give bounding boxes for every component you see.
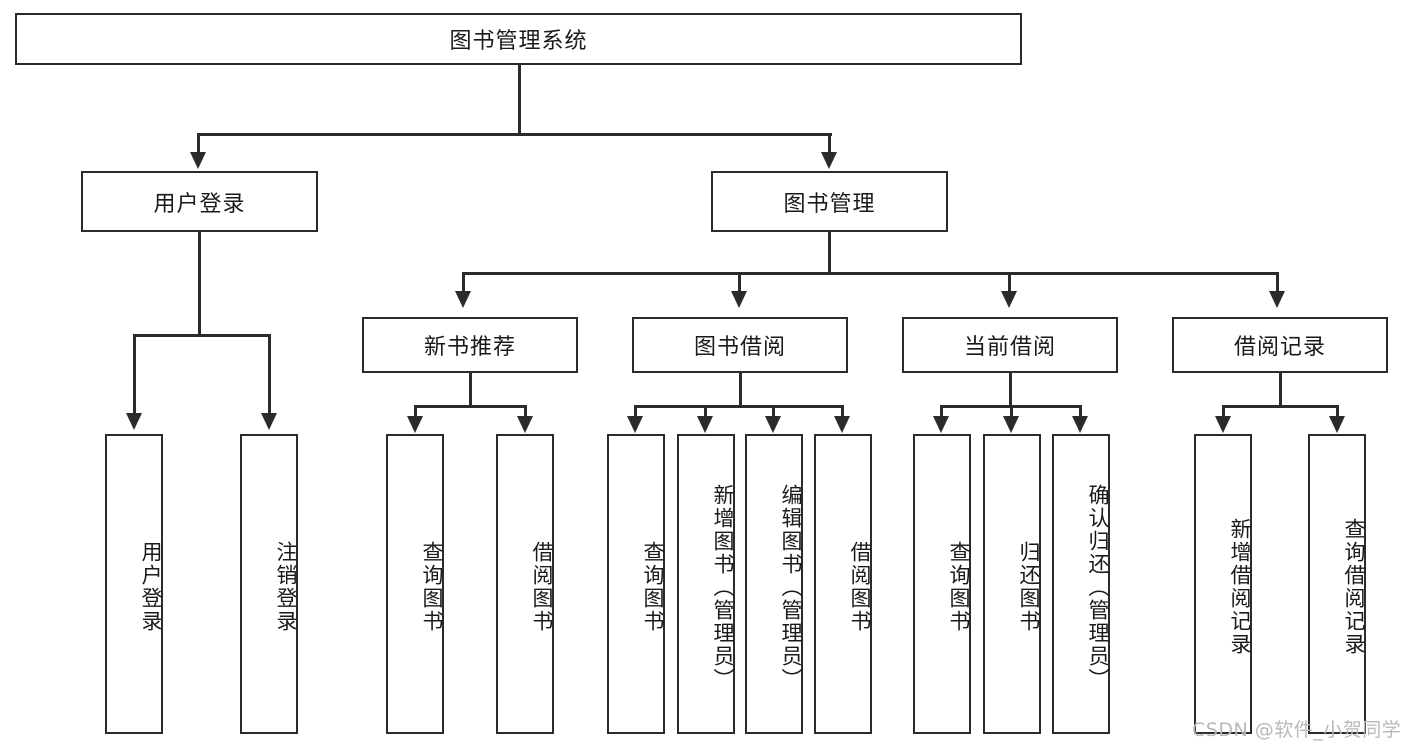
connector-book-borrow-child-3 [772,405,775,419]
leaf-label: 查询图书 [641,541,665,633]
connector-records-bar [1222,405,1339,408]
arrow-new-book-child-1 [407,416,423,433]
connector-current-borrow-child-1 [940,405,943,419]
node-label: 图书管理系统 [449,29,588,54]
leaf-borrow-borrow-book[interactable]: 借阅图书 [814,434,872,734]
connector-new-book-child-2 [524,405,527,419]
leaf-label: 查询图书 [947,541,971,633]
leaf-borrow-edit-book-admin[interactable]: 编辑图书（管理员） [745,434,803,734]
connector-root-to-user-login [197,133,200,155]
connector-root-to-book-mgmt [828,133,831,155]
arrow-root-to-book-mgmt [821,152,837,169]
arrow-book-borrow-child-3 [765,416,781,433]
connector-book-mgmt-bar [462,272,1278,275]
arrow-current-borrow-child-1 [933,416,949,433]
arrow-book-mgmt-child-4 [1269,291,1285,308]
connector-book-mgmt-child-2 [738,272,741,294]
leaf-current-confirm-return-admin[interactable]: 确认归还（管理员） [1052,434,1110,734]
watermark-text: CSDN @软件_小贺同学 [1192,719,1402,741]
node-label: 借阅记录 [1233,335,1326,360]
arrow-book-borrow-child-1 [627,416,643,433]
leaf-user-login-signin[interactable]: 用户登录 [105,434,163,734]
arrow-new-book-child-2 [517,416,533,433]
leaf-current-return-book[interactable]: 归还图书 [983,434,1041,734]
arrow-book-mgmt-child-2 [731,291,747,308]
node-root[interactable]: 图书管理系统 [15,13,1022,65]
arrow-current-borrow-child-3 [1072,416,1088,433]
connector-records-child-1 [1222,405,1225,419]
connector-book-borrow-child-2 [704,405,707,419]
leaf-label: 新增借阅记录 [1228,518,1252,656]
arrow-book-borrow-child-4 [834,416,850,433]
arrow-user-login-child-2 [261,413,277,430]
leaf-label: 编辑图书（管理员） [779,483,803,691]
arrow-book-mgmt-child-3 [1001,291,1017,308]
connector-current-borrow-child-3 [1079,405,1082,419]
leaf-label: 确认归还（管理员） [1086,483,1110,691]
leaf-label: 查询借阅记录 [1342,518,1366,656]
leaf-label: 借阅图书 [848,541,872,633]
leaf-new-book-query[interactable]: 查询图书 [386,434,444,734]
connector-records-child-2 [1336,405,1339,419]
node-label: 图书管理 [783,191,876,217]
leaf-borrow-add-book-admin[interactable]: 新增图书（管理员） [677,434,735,734]
node-borrow-records[interactable]: 借阅记录 [1172,317,1388,373]
node-current-borrow[interactable]: 当前借阅 [902,317,1118,373]
leaf-label: 借阅图书 [530,541,554,633]
node-new-book-recommend[interactable]: 新书推荐 [362,317,578,373]
arrow-book-borrow-child-2 [697,416,713,433]
leaf-user-login-signout[interactable]: 注销登录 [240,434,298,734]
connector-new-book-bar [414,405,527,408]
connector-user-login-bar [133,334,271,337]
leaf-label: 注销登录 [274,541,298,633]
connector-book-mgmt-child-1 [462,272,465,294]
connector-current-borrow-stem [1009,373,1012,407]
connector-book-mgmt-child-3 [1008,272,1011,294]
arrow-current-borrow-child-2 [1003,416,1019,433]
connector-user-login-stem [198,232,201,336]
node-book-management[interactable]: 图书管理 [711,171,948,232]
connector-book-mgmt-child-4 [1276,272,1279,294]
arrow-book-mgmt-child-1 [455,291,471,308]
arrow-root-to-user-login [190,152,206,169]
leaf-label: 新增图书（管理员） [711,483,735,691]
arrow-records-child-1 [1215,416,1231,433]
connector-user-login-child-2 [268,334,271,416]
connector-book-borrow-stem [739,373,742,407]
node-book-borrow[interactable]: 图书借阅 [632,317,848,373]
leaf-records-query-record[interactable]: 查询借阅记录 [1308,434,1366,734]
leaf-current-query-book[interactable]: 查询图书 [913,434,971,734]
connector-root-stem [518,65,521,135]
node-label: 新书推荐 [423,335,516,360]
connector-book-borrow-child-4 [841,405,844,419]
node-user-login[interactable]: 用户登录 [81,171,318,232]
leaf-new-book-borrow[interactable]: 借阅图书 [496,434,554,734]
connector-records-stem [1279,373,1282,407]
leaf-records-add-record[interactable]: 新增借阅记录 [1194,434,1252,734]
connector-user-login-child-1 [133,334,136,416]
leaf-label: 用户登录 [139,541,163,633]
connector-book-borrow-bar [634,405,844,408]
leaf-label: 查询图书 [420,541,444,633]
node-label: 图书借阅 [693,335,786,360]
connector-new-book-child-1 [414,405,417,419]
arrow-user-login-child-1 [126,413,142,430]
leaf-label: 归还图书 [1017,541,1041,633]
connector-book-mgmt-stem [828,232,831,274]
node-label: 用户登录 [153,191,246,217]
connector-book-borrow-child-1 [634,405,637,419]
node-label: 当前借阅 [963,335,1056,360]
connector-new-book-stem [469,373,472,407]
arrow-records-child-2 [1329,416,1345,433]
leaf-borrow-query-book[interactable]: 查询图书 [607,434,665,734]
connector-root-bar [197,133,832,136]
connector-current-borrow-child-2 [1010,405,1013,419]
